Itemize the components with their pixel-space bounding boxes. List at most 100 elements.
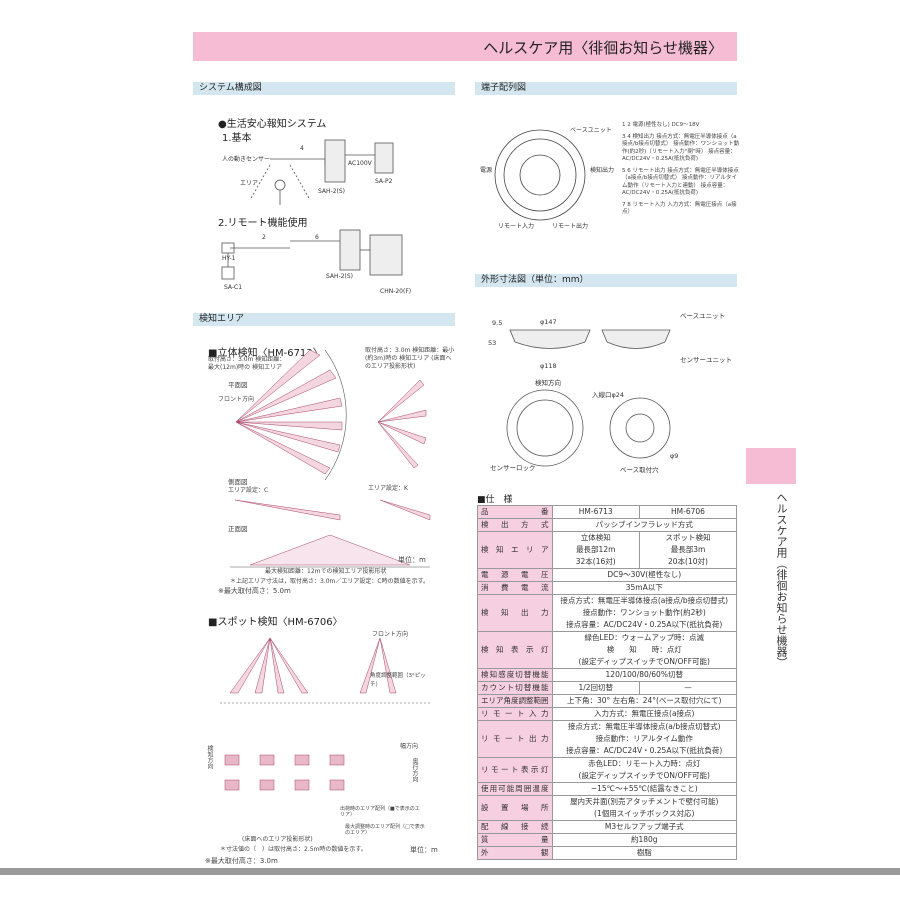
terminal-note-2: 3 4 検知出力 接点方式：無電圧半導体接点（a接点/b接点切替式） 接点動作：…	[622, 133, 740, 163]
system-diagram: 人の動きセンサー エリア AC100V SAH-2(S) SA-P2 4 HY-…	[221, 139, 411, 295]
solid-cond2: 取付高さ：3.0m 検知距離：最小(約3m)時の 検知エリア (床面へのエリア投…	[365, 347, 455, 370]
spec-label: 設置場所	[477, 795, 553, 821]
page-title: ヘルスケア用〈徘徊お知らせ機器〉	[483, 39, 723, 57]
spot-plan-diagram	[224, 754, 345, 791]
system-title: ●生活安心報知システム	[218, 119, 327, 130]
spec-label: リモート出力	[477, 720, 553, 758]
spec-row: リモート表示灯赤色LED：リモート入力時：点灯 (設定ディップスイッチでON/O…	[477, 757, 737, 783]
spec-label: 検出方式	[477, 518, 553, 532]
spec-label: リモート入力	[477, 707, 553, 721]
label-sensor-unit: センサーユニット	[680, 356, 732, 364]
spec-row: 検出方式パッシブインフラレッド方式	[477, 518, 737, 532]
solid-setting-k: エリア設定：K	[368, 485, 408, 492]
spec-label: 外観	[477, 846, 553, 860]
spec-value: 立体検知 最長部12m 32本(16対)	[551, 531, 640, 569]
spec-label: リモート表示灯	[477, 757, 553, 783]
solid-front: フロント方向	[218, 396, 255, 403]
label-base-unit2: ベースユニット	[680, 312, 725, 320]
label-sensor: 人の動きセンサー	[222, 155, 270, 163]
spec-value: HM-6706	[639, 505, 737, 519]
solid-title: ■立体検知〈HM-6713〉	[208, 348, 323, 359]
spec-value: 1/2回切替	[551, 681, 640, 695]
spec-row: 検知表示灯緑色LED：ウォームアップ時：点滅 検 知 時：点灯 (設定ディップス…	[477, 631, 737, 669]
label-rem-out: リモート出力	[552, 222, 588, 230]
spec-label: 使用可能周囲温度	[477, 782, 553, 796]
terminal-note-1: 1 2 電源(極性なし) DC9〜18V	[622, 122, 700, 128]
spot-legend1: 出荷時のエリア配列（■で表示のエリア）	[340, 806, 420, 818]
spec-value: M3セルフアップ端子式	[551, 820, 737, 834]
spec-value: 約180g	[551, 833, 737, 847]
spec-value: 赤色LED：リモート入力時：点灯 (設定ディップスイッチでON/OFF可能)	[551, 757, 737, 783]
solid-side: 側面図	[228, 478, 248, 486]
label-base-hole: ベース取付穴	[620, 465, 659, 474]
spot-proj: (床面へのエリア投影形状)	[242, 836, 313, 843]
spec-row: 使用可能周囲温度−15℃〜+55℃(結露なきこと)	[477, 782, 737, 796]
spec-row: リモート入力入力方式：無電圧接点(a接点)	[477, 707, 737, 721]
system-basic: 1.基本	[222, 133, 252, 144]
spec-row: 外観樹脂	[477, 846, 737, 860]
terminal-note-3: 5 6 リモート出力 接点方式：無電圧半導体接点（a接点/b接点切替式） 接点動…	[622, 167, 739, 197]
label-d118: φ118	[540, 362, 557, 370]
spec-heading: ■仕 様	[477, 495, 513, 505]
label-det-out: 検知出力	[590, 166, 614, 174]
section-area: 検知エリア	[193, 313, 455, 326]
system-remote: 2.リモート機能使用	[218, 218, 308, 229]
label-ac: AC100V	[348, 160, 373, 167]
spec-value: 緑色LED：ウォームアップ時：点滅 検 知 時：点灯 (設定ディップスイッチでO…	[551, 631, 737, 669]
solid-setting-c: エリア設定：C	[228, 487, 269, 494]
label-sac: SA-C1	[224, 284, 242, 291]
spec-row: 検知エリア立体検知 最長部12m 32本(16対)スポット検知 最長部3m 20…	[477, 531, 737, 569]
spec-label: 配線接続	[477, 820, 553, 834]
solid-cond: 取付高さ：3.0m 検知距離：最大(12m)時の 検知エリア	[208, 356, 286, 371]
spec-label: カウント切替機能	[477, 681, 553, 695]
solid-plan-diagram	[235, 350, 427, 480]
solid-front-view: 正面図	[228, 525, 248, 534]
spec-value: スポット検知 最長部3m 20本(10対)	[639, 531, 737, 569]
label-h53: 53	[488, 339, 496, 347]
spec-value: DC9〜30V(極性なし)	[551, 568, 737, 582]
spec-value: 入力方式：無電圧接点(a接点)	[551, 707, 737, 721]
label-wire-hole: 入線口φ24	[592, 390, 624, 399]
terminal-note-4: 7 8 リモート入力 入力方式：無電圧接点（a接点）	[622, 201, 737, 216]
spec-row: 検知出力接点方式：無電圧半導体接点(a接点/b接点切替式) 接点動作：ワンショッ…	[477, 594, 737, 632]
spot-legend2: 最大調整時のエリア配列（□で表示のエリア）	[345, 824, 425, 836]
spot-title: ■スポット検知〈HM-6706〉	[208, 617, 343, 628]
spot-note1: ＊寸法値の（ ）は取付高さ：2.5m時の数値を示す。	[220, 846, 367, 853]
spec-label: 検知出力	[477, 594, 553, 632]
label-d147: φ147	[540, 318, 557, 326]
spec-value: —	[639, 681, 737, 695]
label-area: エリア	[240, 180, 258, 187]
spec-label: 電源電圧	[477, 568, 553, 582]
label-sah2: SAH-2(S)	[326, 273, 353, 280]
label-hy: HY-1	[222, 255, 236, 262]
spec-label: 品番	[477, 505, 553, 519]
label-base-unit: ベースユニット	[570, 127, 612, 134]
label-n4: 4	[300, 145, 304, 152]
spot-unit: 単位：m	[410, 846, 438, 854]
spot-angle: 角度調整範囲（3°ピッチ）	[370, 673, 426, 688]
spec-label: エリア角度調整範囲	[477, 694, 553, 708]
solid-side-front-diagram	[230, 499, 431, 568]
spec-row: リモート出力接点方式：無電圧半導体接点(a/b接点切替式) 接点動作：リアルタイ…	[477, 720, 737, 758]
label-h95: 9.5	[492, 319, 502, 327]
spot-note2: ※最大取付高さ：3.0m	[205, 857, 278, 865]
solid-note1: 最大検知距離：12mでの検知エリア投影形状	[265, 568, 387, 575]
solid-plan: 平面図	[228, 381, 248, 389]
label-sensor-lock: センサーロック	[490, 464, 536, 472]
spec-row: エリア角度調整範囲上下角：30° 左右角：24°(ベース取付穴にて)	[477, 694, 737, 708]
label-power: 電源	[480, 166, 492, 174]
solid-unit: 単位：m	[398, 556, 426, 564]
label-d9: φ9	[670, 452, 678, 460]
spot-width-dir: 幅方向	[400, 743, 419, 750]
spec-value: −15℃〜+55℃(結露なきこと)	[551, 782, 737, 796]
spec-value: 接点方式：無電圧半導体接点(a/b接点切替式) 接点動作：リアルタイム動作 接点…	[551, 720, 737, 758]
spec-value: 120/100/80/60%切替	[551, 668, 737, 682]
spec-value: 樹脂	[551, 846, 737, 860]
terminal-diagram: ベースユニット 電源 検知出力 リモート入力 リモート出力	[480, 127, 614, 230]
section-terminal: 端子配列図	[475, 82, 737, 95]
spec-label: 検知表示灯	[477, 631, 553, 669]
